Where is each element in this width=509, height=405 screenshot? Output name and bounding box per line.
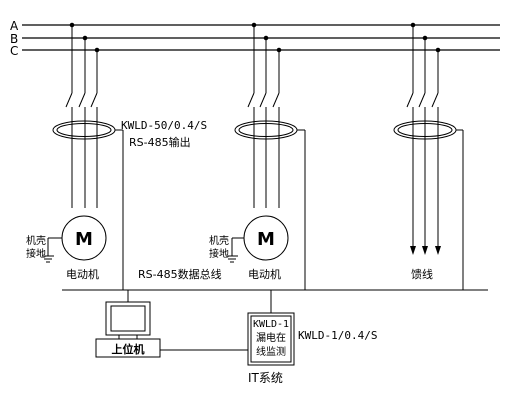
housing-ground-label-2b: 接地	[209, 247, 229, 260]
sensor-output-label: RS-485输出	[129, 135, 191, 149]
feeder-label: 馈线	[411, 267, 433, 281]
arrow-down-icon	[435, 246, 441, 255]
switch-blade	[259, 92, 267, 108]
sensor-model-label: KWLD-50/0.4/S	[121, 119, 207, 132]
motor-symbol-2: M	[257, 229, 275, 250]
motor-1-label: 电动机	[66, 267, 99, 281]
switch-blade	[90, 92, 98, 108]
housing-ground-label-1a: 机壳	[26, 234, 46, 247]
monitor-name: KWLD-1	[253, 319, 289, 330]
branch-feeder	[393, 22, 464, 290]
host-computer-label: 上位机	[112, 342, 145, 356]
data-bus-label: RS-485数据总线	[138, 267, 222, 281]
arrow-down-icon	[410, 246, 416, 255]
phase-label-a: A	[10, 19, 19, 33]
phase-label-b: B	[10, 32, 18, 46]
motor-symbol-1: M	[75, 229, 93, 250]
housing-ground-label-1b: 接地	[26, 247, 46, 260]
switch-blade	[406, 92, 414, 108]
monitor-desc-line1: 漏电在	[256, 331, 286, 344]
monitor-inner-box	[250, 315, 292, 363]
feeder-arrows	[410, 246, 441, 255]
housing-ground-label-2a: 机壳	[209, 234, 229, 247]
switch-blade	[418, 92, 426, 108]
switch-blade	[272, 92, 280, 108]
leakage-monitor	[247, 312, 295, 366]
host-computer	[95, 301, 161, 358]
monitor-desc-line2: 线监测	[256, 345, 286, 358]
three-phase-bus	[22, 24, 500, 51]
switch-blade	[431, 92, 439, 108]
switch-blade	[65, 92, 73, 108]
rs485-bus	[62, 289, 488, 351]
monitor-model-label: KWLD-1/0.4/S	[298, 329, 377, 342]
motor-2-label: 电动机	[248, 267, 281, 281]
branch-motor-2	[226, 22, 306, 290]
branch-motor-1	[42, 22, 124, 290]
switch-blade	[78, 92, 86, 108]
host-computer-base	[95, 338, 161, 358]
it-system-label: IT系统	[248, 371, 283, 385]
arrow-down-icon	[422, 246, 428, 255]
phase-label-c: C	[10, 44, 18, 58]
switch-blade	[247, 92, 255, 108]
